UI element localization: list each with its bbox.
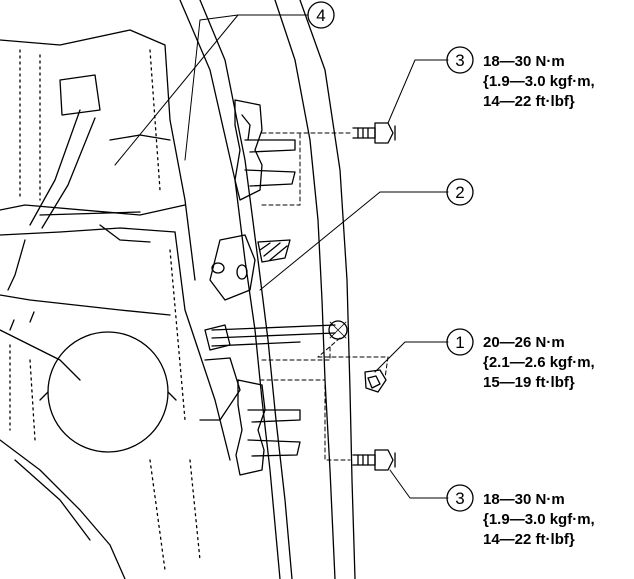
callout-3-upper-number: 3 [455, 51, 464, 70]
upper-bolt-torque-spec: 18—30 N·m {1.9—3.0 kgf·m, 14—22 ft·lbf} [483, 52, 595, 112]
upper-spec-nm: 18—30 N·m [483, 53, 565, 70]
callout-3-lower: 3 [446, 484, 474, 512]
callout-3-upper: 3 [446, 46, 474, 74]
upper-spec-kgfm: {1.9—3.0 kgf·m, [483, 73, 595, 90]
lower-hinge [235, 379, 301, 476]
middle-spec-kgfm: {2.1—2.6 kgf·m, [483, 354, 595, 371]
callout-1-number: 1 [455, 333, 464, 352]
lower-spec-nm: 18—30 N·m [483, 491, 565, 508]
middle-bolt-torque-spec: 20—26 N·m {2.1—2.6 kgf·m, 15—19 ft·lbf} [483, 333, 595, 393]
middle-spec-ftlbf: 15—19 ft·lbf} [483, 374, 575, 391]
upper-spec-ftlbf: 14—22 ft·lbf} [483, 93, 575, 110]
leader-lines [114, 14, 449, 499]
upper-hinge [234, 99, 296, 201]
callout-2-number: 2 [455, 183, 464, 202]
callout-2: 2 [446, 178, 474, 206]
lower-bolt-torque-spec: 18—30 N·m {1.9—3.0 kgf·m, 14—22 ft·lbf} [483, 490, 595, 550]
hidden-lines [259, 132, 389, 461]
door-panel [0, 29, 231, 579]
lower-spec-ftlbf: 14—22 ft·lbf} [483, 531, 575, 548]
body-pillar [179, 0, 356, 579]
door-check-link [211, 239, 348, 347]
callout-3-lower-number: 3 [455, 489, 464, 508]
lower-bolt [352, 449, 396, 471]
middle-bolt [364, 369, 387, 393]
upper-bolt [352, 122, 396, 144]
lower-spec-kgfm: {1.9—3.0 kgf·m, [483, 511, 595, 528]
middle-spec-nm: 20—26 N·m [483, 334, 565, 351]
callout-1: 1 [446, 328, 474, 356]
callout-4-number: 4 [316, 6, 325, 25]
panel-texture [9, 49, 201, 571]
callout-4: 4 [307, 1, 335, 29]
